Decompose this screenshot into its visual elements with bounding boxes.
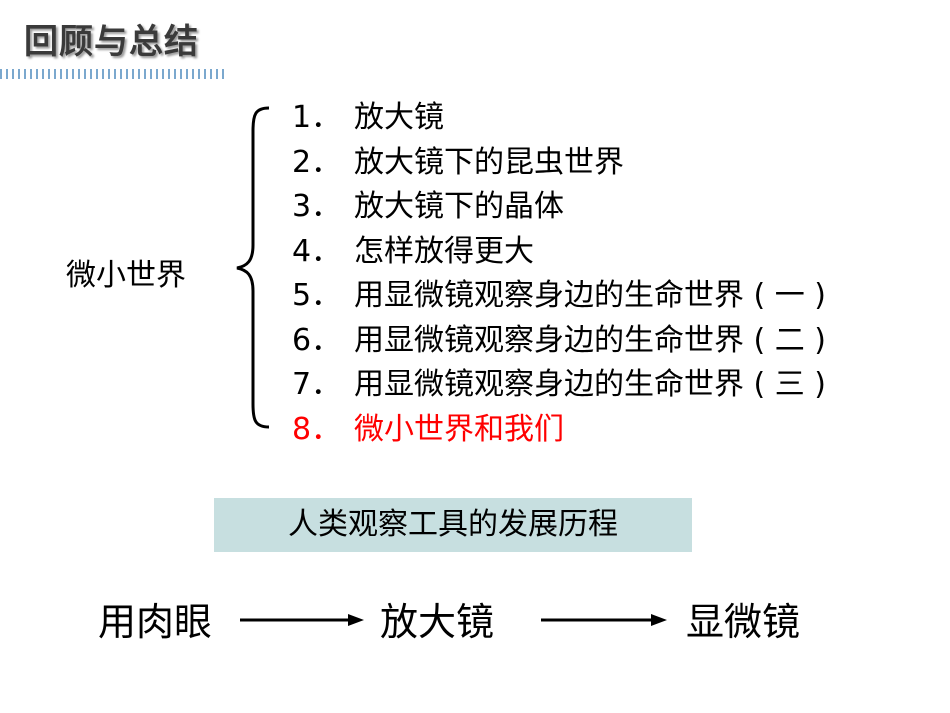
item-number: 8． [292,411,342,447]
list-item: 7． 用显微镜观察身边的生命世界 ( 三 ) [292,363,826,408]
page-title: 回顾与总结 [24,22,199,62]
item-text: 微小世界和我们 [354,411,564,447]
item-text: 用显微镜观察身边的生命世界 ( 三 ) [354,367,827,402]
item-text: 放大镜下的昆虫世界 [354,144,624,180]
list-item: 5． 用显微镜观察身边的生命世界 ( 一 ) [292,274,826,319]
item-number: 6． [292,322,342,358]
flow-step-naked-eye: 用肉眼 [98,600,213,644]
right-arrow-icon [240,614,364,626]
flow-step-microscope: 显微镜 [686,600,801,644]
item-number: 7． [292,367,342,402]
title-underline-decoration [0,69,226,79]
lesson-list: 1． 放大镜 2． 放大镜下的昆虫世界 3． 放大镜下的晶体 4． 怎样放得更大 5． 用… [292,96,826,452]
list-item: 2． 放大镜下的昆虫世界 [292,141,826,186]
item-number: 4． [292,233,342,269]
item-text: 用显微镜观察身边的生命世界 ( 一 ) [354,278,827,313]
item-text: 怎样放得更大 [354,233,534,269]
flow-step-magnifier: 放大镜 [380,600,495,644]
list-item: 1． 放大镜 [292,96,826,141]
item-number: 5． [292,278,342,313]
item-text: 用显微镜观察身边的生命世界 ( 二 ) [354,322,827,358]
list-item: 3． 放大镜下的晶体 [292,185,826,230]
list-item: 6． 用显微镜观察身边的生命世界 ( 二 ) [292,319,826,364]
item-text: 放大镜 [354,100,444,135]
item-number: 2． [292,144,342,180]
right-arrow-icon [541,614,667,626]
history-heading-box: 人类观察工具的发展历程 [214,498,692,552]
item-number: 1． [292,100,342,135]
list-item: 4． 怎样放得更大 [292,230,826,275]
topic-label: 微小世界 [66,258,186,293]
list-item-highlighted: 8． 微小世界和我们 [292,408,826,453]
item-text: 放大镜下的晶体 [354,189,564,224]
item-number: 3． [292,189,342,224]
curly-brace [236,106,270,429]
